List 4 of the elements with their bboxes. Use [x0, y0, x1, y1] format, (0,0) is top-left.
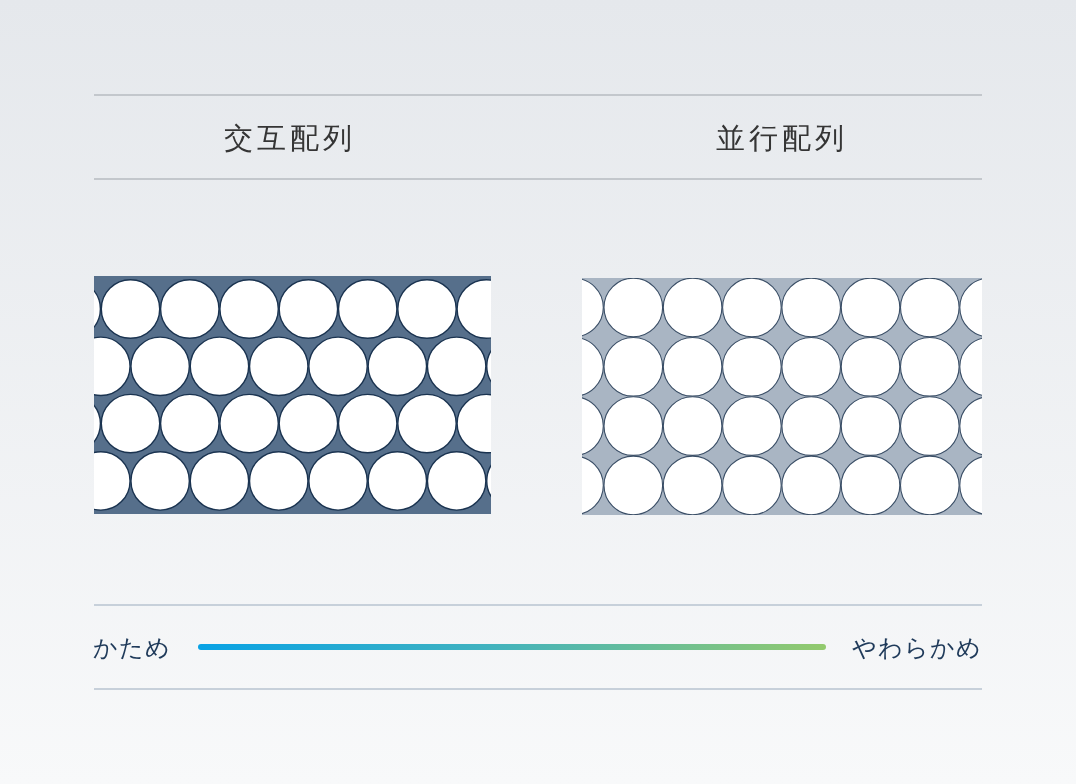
section-heading: 交互配列 [224, 123, 356, 153]
scale-label: やわらかめ [852, 636, 982, 660]
scale-label: かため [93, 636, 171, 660]
section-heading: 並行配列 [716, 123, 848, 153]
